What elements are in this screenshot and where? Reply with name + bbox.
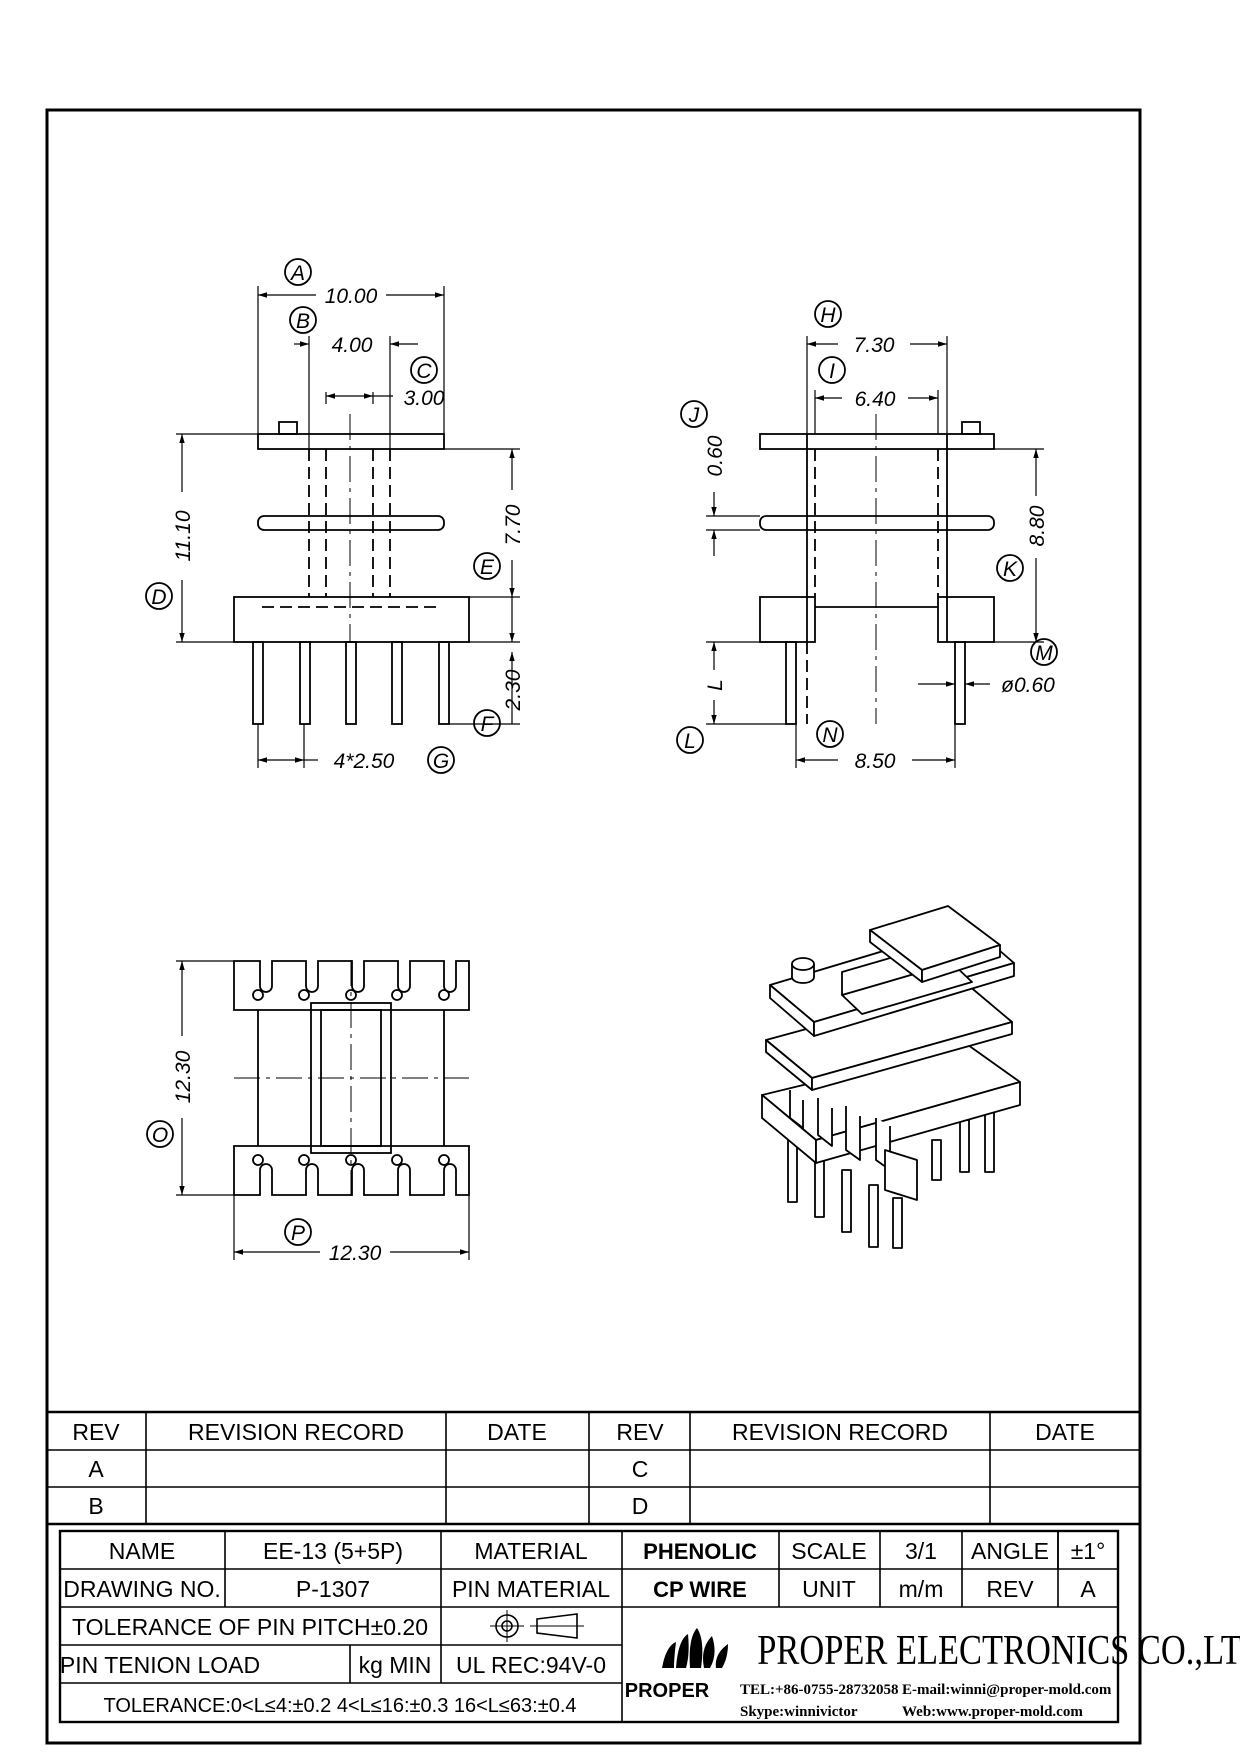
angle-value: ±1°: [1071, 1538, 1106, 1564]
rev-b: B: [88, 1493, 103, 1519]
material-label: MATERIAL: [474, 1538, 588, 1564]
logo-text: PROPER: [625, 1680, 710, 1702]
name-label: NAME: [109, 1538, 175, 1564]
unit-value: m/m: [899, 1576, 944, 1602]
sheet-border: [45, 108, 1142, 1745]
angle-label: ANGLE: [971, 1538, 1049, 1564]
balloon-f: F: [481, 713, 495, 736]
date-header-right: DATE: [1035, 1419, 1095, 1445]
rev-header-left: REV: [72, 1419, 120, 1445]
balloon-m: M: [1035, 642, 1053, 665]
general-tolerance: TOLERANCE:0<L≤4:±0.2 4<L≤16:±0.3 16<L≤63…: [103, 1695, 576, 1717]
balloon-b: B: [296, 310, 310, 333]
scale-label: SCALE: [791, 1538, 866, 1564]
bottom-view-labels: O 12.30 P 12.30: [152, 1050, 382, 1265]
company-block: PROPER PROPER ELECTRONICS CO.,LTD TEL:+8…: [625, 1628, 1240, 1720]
drawing-no-label: DRAWING NO.: [63, 1576, 221, 1602]
dim-c-value: 3.00: [404, 387, 445, 410]
company-tel: TEL:+86-0755-28732058: [740, 1682, 899, 1698]
dim-k-value: 8.80: [1026, 505, 1049, 546]
balloon-j: J: [688, 404, 700, 427]
date-header-left: DATE: [487, 1419, 547, 1445]
dim-j-value: 0.60: [704, 435, 727, 476]
dim-m-value: ø0.60: [1001, 674, 1055, 697]
dim-l-value: L: [704, 679, 727, 691]
revision-record-header-right: REVISION RECORD: [732, 1419, 948, 1445]
side-view-labels: H 7.30 I 6.40 J 0.60 K 8.80 L L M ø0.60 …: [684, 304, 1055, 773]
balloon-g: G: [433, 750, 449, 773]
balloon-i: I: [829, 360, 835, 383]
pitch-tolerance: TOLERANCE OF PIN PITCH±0.20: [72, 1614, 428, 1640]
dim-a-value: 10.00: [325, 285, 378, 308]
title-block: [58, 1529, 1120, 1724]
balloon-l: L: [684, 730, 696, 753]
proper-logo-icon: [662, 1628, 728, 1668]
rev-c: C: [632, 1456, 649, 1482]
name-value: EE-13 (5+5P): [263, 1538, 403, 1564]
rev-header-right: REV: [616, 1419, 664, 1445]
balloon-d: D: [151, 586, 166, 609]
drawing-no-value: P-1307: [296, 1576, 370, 1602]
balloon-n: N: [822, 724, 838, 747]
balloon-c: C: [416, 360, 432, 383]
bottom-view: [146, 960, 470, 1260]
dim-d-value: 11.10: [172, 510, 195, 561]
rev-value: A: [1080, 1576, 1096, 1602]
pin-material-value: CP WIRE: [653, 1577, 747, 1602]
company-skype: Skype:winnivictor: [740, 1704, 858, 1720]
company-name: PROPER ELECTRONICS CO.,LTD: [757, 1628, 1240, 1674]
dim-i-value: 6.40: [855, 388, 896, 411]
side-view: [676, 300, 1058, 768]
title-block-text: NAME EE-13 (5+5P) MATERIAL PHENOLIC SCAL…: [60, 1538, 1105, 1717]
balloon-a: A: [289, 262, 305, 285]
ul-rec: UL REC:94V-0: [456, 1652, 606, 1678]
company-email: E-mail:winni@proper-mold.com: [902, 1682, 1112, 1698]
isometric-view: [761, 905, 1021, 1249]
pin-material-label: PIN MATERIAL: [452, 1576, 610, 1602]
dim-h-value: 7.30: [854, 334, 895, 357]
dim-g-value: 4*2.50: [334, 750, 395, 773]
revision-table: [47, 1410, 1140, 1526]
dim-f-value: 2.30: [502, 669, 525, 711]
revision-record-header-left: REVISION RECORD: [188, 1419, 404, 1445]
material-value: PHENOLIC: [643, 1539, 757, 1564]
rev-d: D: [632, 1493, 649, 1519]
rev-label: REV: [986, 1576, 1034, 1602]
revision-table-text: REV REVISION RECORD DATE REV REVISION RE…: [72, 1419, 1094, 1519]
scale-value: 3/1: [905, 1538, 937, 1564]
front-view-labels: A 10.00 B 4.00 C 3.00 D 11.10 E 7.70 F 2…: [151, 262, 525, 773]
front-view: [145, 258, 520, 774]
dim-p-value: 12.30: [329, 1242, 382, 1265]
dim-o-value: 12.30: [172, 1050, 195, 1103]
company-web: Web:www.proper-mold.com: [902, 1704, 1083, 1720]
balloon-e: E: [480, 556, 495, 579]
pin-load-label: PIN TENION LOAD: [60, 1652, 260, 1678]
balloon-o: O: [152, 1124, 168, 1147]
balloon-h: H: [820, 304, 836, 327]
dim-e-value: 7.70: [502, 504, 525, 545]
dim-n-value: 8.50: [855, 750, 896, 773]
dim-b-value: 4.00: [332, 334, 373, 357]
pin-load-unit: kg MIN: [359, 1652, 432, 1678]
balloon-k: K: [1003, 558, 1018, 581]
rev-a: A: [88, 1456, 104, 1482]
balloon-p: P: [291, 1222, 305, 1245]
unit-label: UNIT: [802, 1576, 856, 1602]
